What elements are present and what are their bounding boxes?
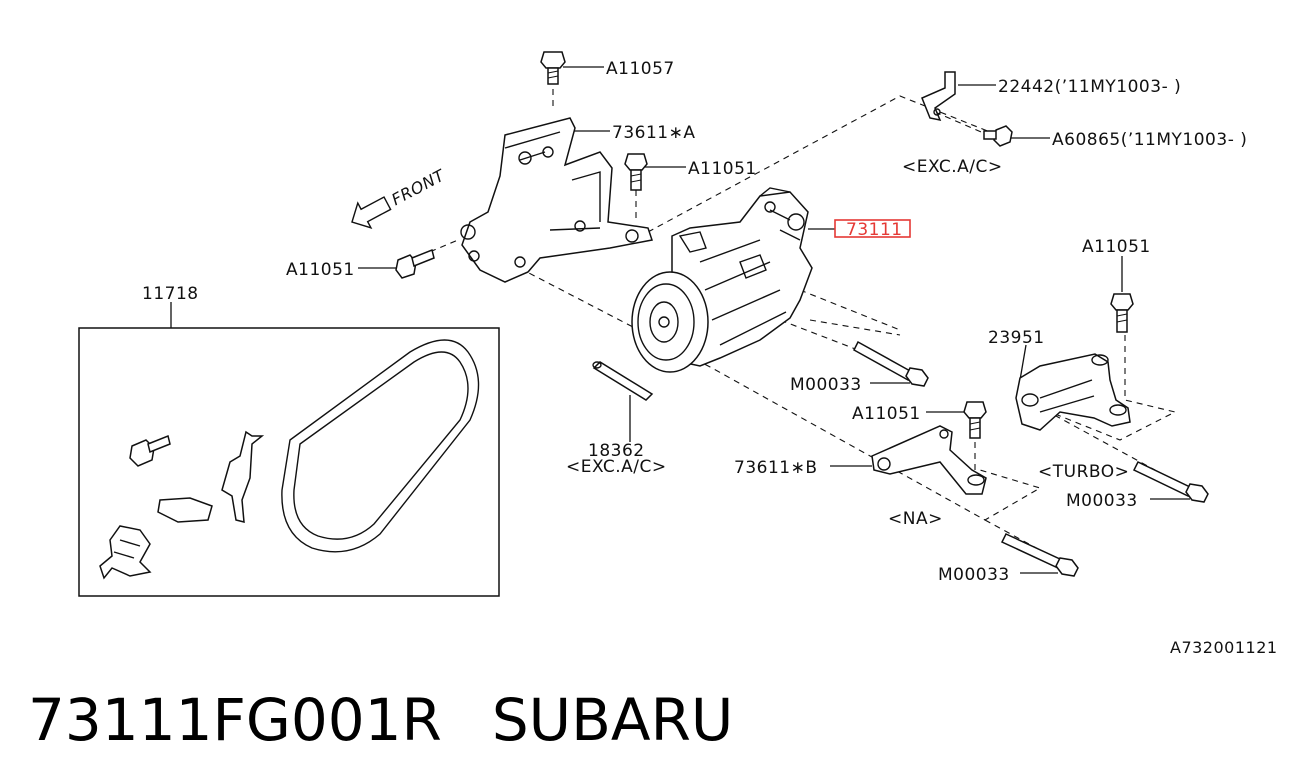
parts-diagram: FRONT xyxy=(78,51,1278,657)
label-m00033-center[interactable]: M00033 xyxy=(790,375,862,395)
label-m00033-right[interactable]: M00033 xyxy=(1066,491,1138,511)
kit-bolt-icon xyxy=(129,434,171,467)
label-a11051-top[interactable]: A11051 xyxy=(688,159,757,179)
bracket-23951-icon xyxy=(1015,353,1131,431)
brand-name: SUBARU xyxy=(491,686,734,754)
label-exc-ac-top: <EXC.A/C> xyxy=(902,157,1003,177)
kit-tensioner-icon xyxy=(99,525,152,580)
label-73611b[interactable]: 73611∗B xyxy=(734,458,818,478)
label-73111[interactable]: 73111 xyxy=(846,220,903,240)
kit-11718-box xyxy=(78,327,500,597)
bolt-a11051-lower-icon xyxy=(963,401,987,439)
compressor-73111-icon xyxy=(631,187,813,373)
label-22442[interactable]: 22442(’11MY1003- ) xyxy=(998,77,1181,97)
label-11718[interactable]: 11718 xyxy=(142,284,199,304)
part-number: 73111FG001R xyxy=(28,686,442,754)
bolt-a11051-top-icon xyxy=(624,153,648,191)
label-na: <NA> xyxy=(888,509,943,529)
label-18362[interactable]: 18362 xyxy=(588,441,645,461)
bolt-a11051-right-icon xyxy=(1110,293,1134,333)
bolt-a11057-icon xyxy=(540,51,566,85)
label-a11051-left[interactable]: A11051 xyxy=(286,260,355,280)
label-a11057[interactable]: A11057 xyxy=(606,59,675,79)
label-turbo: <TURBO> xyxy=(1038,462,1129,482)
part-footer: 73111FG001R SUBARU xyxy=(28,680,1278,760)
label-a60865[interactable]: A60865(’11MY1003- ) xyxy=(1052,130,1247,150)
drive-belt-icon xyxy=(281,339,480,553)
bracket-22442-icon xyxy=(921,71,956,122)
diagram-code: A732001121 xyxy=(1170,638,1278,657)
bolt-m00033-center-icon xyxy=(853,340,929,387)
bracket-73611b-icon xyxy=(871,425,987,495)
label-m00033-bottom[interactable]: M00033 xyxy=(938,565,1010,585)
front-label: FRONT xyxy=(388,165,448,209)
label-73611a[interactable]: 73611∗A xyxy=(612,123,695,143)
leader-lines xyxy=(170,66,1190,574)
label-23951[interactable]: 23951 xyxy=(988,328,1045,348)
label-a11051-lower[interactable]: A11051 xyxy=(852,404,921,424)
kit-bracket-icon xyxy=(221,430,265,523)
pin-18362-icon xyxy=(592,361,654,401)
bolt-a60865-icon xyxy=(983,125,1013,147)
front-arrow-icon: FRONT xyxy=(351,165,448,229)
bolt-a11051-left-icon xyxy=(395,248,435,279)
bolt-m00033-right-icon xyxy=(1132,461,1209,503)
part-73111-highlight[interactable] xyxy=(834,219,911,238)
label-a11051-right[interactable]: A11051 xyxy=(1082,237,1151,257)
bolt-m00033-bottom-icon xyxy=(1000,533,1079,577)
label-exc-ac-lower: <EXC.A/C> xyxy=(566,457,667,477)
bracket-73611a-icon xyxy=(460,117,653,283)
kit-clip-icon xyxy=(157,497,213,523)
